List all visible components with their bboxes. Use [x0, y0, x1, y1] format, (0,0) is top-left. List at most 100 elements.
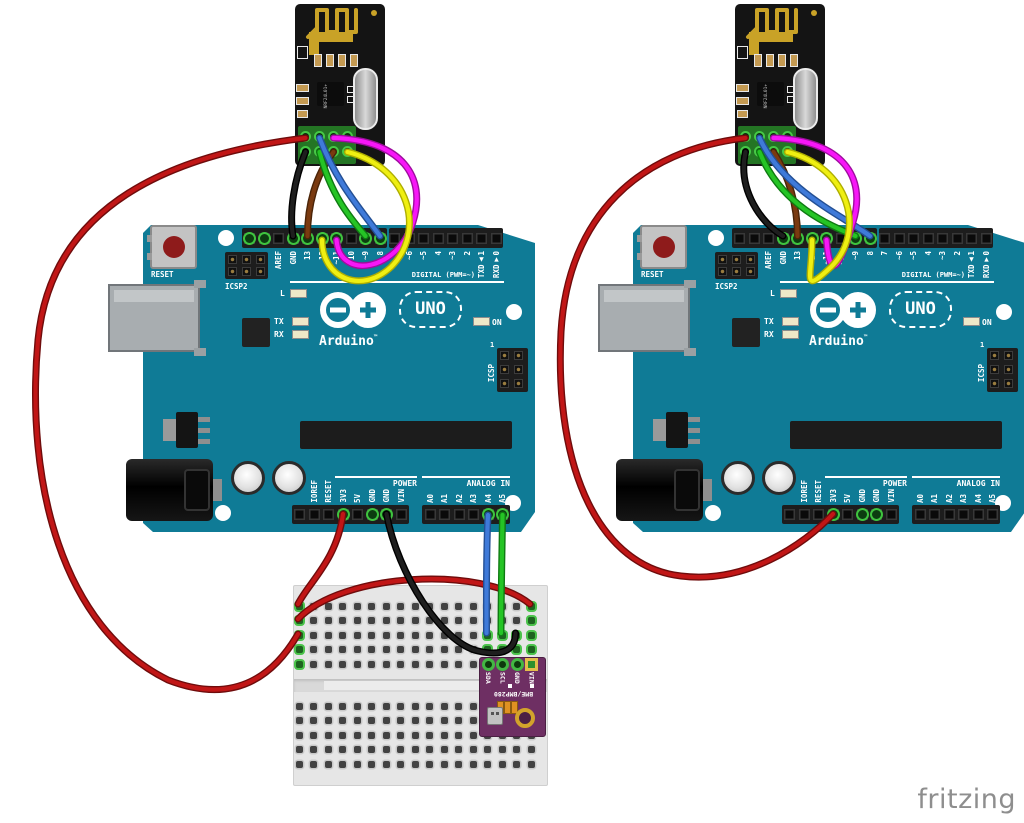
- breadboard-hole[interactable]: [382, 631, 390, 639]
- breadboard-hole[interactable]: [426, 731, 433, 739]
- breadboard-hole[interactable]: [513, 746, 520, 753]
- analog-pin-A2[interactable]: [943, 509, 955, 520]
- breadboard-hole[interactable]: [440, 760, 448, 768]
- icsp-pin[interactable]: [1004, 351, 1013, 360]
- breadboard-hole[interactable]: [368, 631, 375, 639]
- digital-pin-RXD▼0[interactable]: [490, 233, 502, 244]
- power-pin-VIN[interactable]: [885, 509, 897, 520]
- icsp-pin[interactable]: [514, 379, 523, 388]
- sensor-pad-gnd[interactable]: [510, 657, 524, 671]
- power-pin-RESET[interactable]: [813, 509, 824, 520]
- breadboard-hole[interactable]: [310, 746, 317, 753]
- sensor-pad-sda[interactable]: [481, 657, 495, 671]
- icsp-pin[interactable]: [500, 379, 509, 388]
- breadboard-hole[interactable]: [353, 760, 361, 768]
- breadboard-hole[interactable]: [324, 731, 332, 739]
- icsp2-pin[interactable]: [746, 267, 755, 276]
- breadboard-hole[interactable]: [339, 602, 346, 610]
- breadboard-hole[interactable]: [382, 731, 390, 739]
- breadboard-hole[interactable]: [324, 746, 332, 753]
- breadboard-hole[interactable]: [455, 660, 462, 668]
- wire-green-nrf-left-ce[interactable]: [317, 149, 368, 239]
- breadboard-hole[interactable]: [397, 702, 404, 710]
- wire-green-a5-scl[interactable]: [498, 512, 505, 636]
- breadboard-hole[interactable]: [353, 602, 361, 610]
- breadboard-hole[interactable]: [440, 731, 448, 739]
- power-pin-nc[interactable]: [784, 509, 795, 520]
- wire-blue-nrf-left-csn[interactable]: [317, 135, 383, 239]
- breadboard-hole[interactable]: [426, 617, 433, 624]
- wire-blue-nrf-right-csn[interactable]: [757, 135, 873, 239]
- breadboard-hole[interactable]: [368, 617, 375, 624]
- breadboard-hole[interactable]: [368, 646, 375, 653]
- reset-button-cap[interactable]: [653, 236, 675, 258]
- analog-pin-A0[interactable]: [914, 509, 926, 520]
- breadboard-hole[interactable]: [353, 646, 361, 653]
- wire-black-nrf-left-gnd[interactable]: [289, 149, 308, 239]
- breadboard-hole[interactable]: [426, 717, 433, 724]
- breadboard-hole[interactable]: [295, 702, 303, 710]
- breadboard-hole[interactable]: [455, 602, 462, 610]
- breadboard-hole[interactable]: [397, 731, 404, 739]
- breadboard-hole[interactable]: [513, 602, 520, 610]
- breadboard-hole[interactable]: [513, 617, 520, 624]
- breadboard-hole[interactable]: [310, 660, 317, 668]
- breadboard-hole[interactable]: [411, 617, 419, 624]
- breadboard-hole[interactable]: [397, 646, 404, 653]
- wire-yellow-nrf-left-miso[interactable]: [319, 149, 412, 283]
- breadboard-hole[interactable]: [324, 660, 332, 668]
- icsp-pin[interactable]: [990, 351, 999, 360]
- icsp2-pin[interactable]: [256, 267, 265, 276]
- icsp2-pin[interactable]: [242, 267, 251, 276]
- breadboard-hole[interactable]: [440, 660, 448, 668]
- breadboard-hole[interactable]: [455, 646, 462, 653]
- breadboard-hole[interactable]: [368, 702, 375, 710]
- digital-pin-2[interactable]: [461, 233, 473, 244]
- wire-magenta-nrf-left-mosi[interactable]: [331, 135, 419, 268]
- breadboard-hole[interactable]: [310, 617, 317, 624]
- breadboard-hole[interactable]: [411, 760, 419, 768]
- breadboard-hole[interactable]: [469, 631, 477, 639]
- breadboard-hole[interactable]: [339, 702, 346, 710]
- breadboard-hole[interactable]: [469, 717, 477, 724]
- breadboard-hole-connected[interactable]: [295, 646, 303, 653]
- breadboard-hole[interactable]: [310, 702, 317, 710]
- breadboard-hole[interactable]: [382, 646, 390, 653]
- digital-pin-7[interactable]: [879, 233, 890, 244]
- breadboard-hole[interactable]: [455, 617, 462, 624]
- reset-button-cap[interactable]: [163, 236, 185, 258]
- breadboard-hole[interactable]: [368, 746, 375, 753]
- digital-pin-TXD▲1[interactable]: [966, 233, 977, 244]
- breadboard-hole[interactable]: [411, 717, 419, 724]
- breadboard-hole[interactable]: [382, 660, 390, 668]
- power-pin-RESET[interactable]: [323, 509, 334, 520]
- breadboard-hole[interactable]: [469, 702, 477, 710]
- icsp2-pin[interactable]: [228, 255, 237, 264]
- icsp2-pin[interactable]: [256, 255, 265, 264]
- breadboard-hole[interactable]: [426, 702, 433, 710]
- breadboard-hole[interactable]: [339, 646, 346, 653]
- breadboard-hole[interactable]: [368, 717, 375, 724]
- breadboard-hole[interactable]: [339, 617, 346, 624]
- breadboard-hole[interactable]: [310, 731, 317, 739]
- sensor-pad-vin[interactable]: [525, 657, 538, 671]
- bme280-sensor-module[interactable]: SDA SCL GND VIN BME/BMP280: [479, 657, 546, 737]
- reset-button[interactable]: [637, 225, 687, 269]
- sensor-pad-scl[interactable]: [496, 657, 509, 671]
- analog-pin-A1[interactable]: [439, 509, 450, 520]
- breadboard-hole[interactable]: [324, 602, 332, 610]
- wire-blue-a4-sda[interactable]: [484, 512, 491, 636]
- breadboard-hole[interactable]: [455, 717, 462, 724]
- breadboard-hole[interactable]: [411, 631, 419, 639]
- breadboard-hole[interactable]: [382, 602, 390, 610]
- digital-pin-AREF[interactable]: [763, 233, 774, 244]
- wire-yellow-nrf-right-miso[interactable]: [785, 149, 852, 283]
- icsp-pin[interactable]: [514, 351, 523, 360]
- icsp-pin[interactable]: [1004, 365, 1013, 374]
- icsp2-pin[interactable]: [732, 255, 741, 264]
- breadboard-hole[interactable]: [411, 746, 419, 753]
- breadboard-hole[interactable]: [353, 660, 361, 668]
- breadboard-hole[interactable]: [513, 760, 520, 768]
- breadboard-hole[interactable]: [339, 731, 346, 739]
- breadboard-hole[interactable]: [295, 731, 303, 739]
